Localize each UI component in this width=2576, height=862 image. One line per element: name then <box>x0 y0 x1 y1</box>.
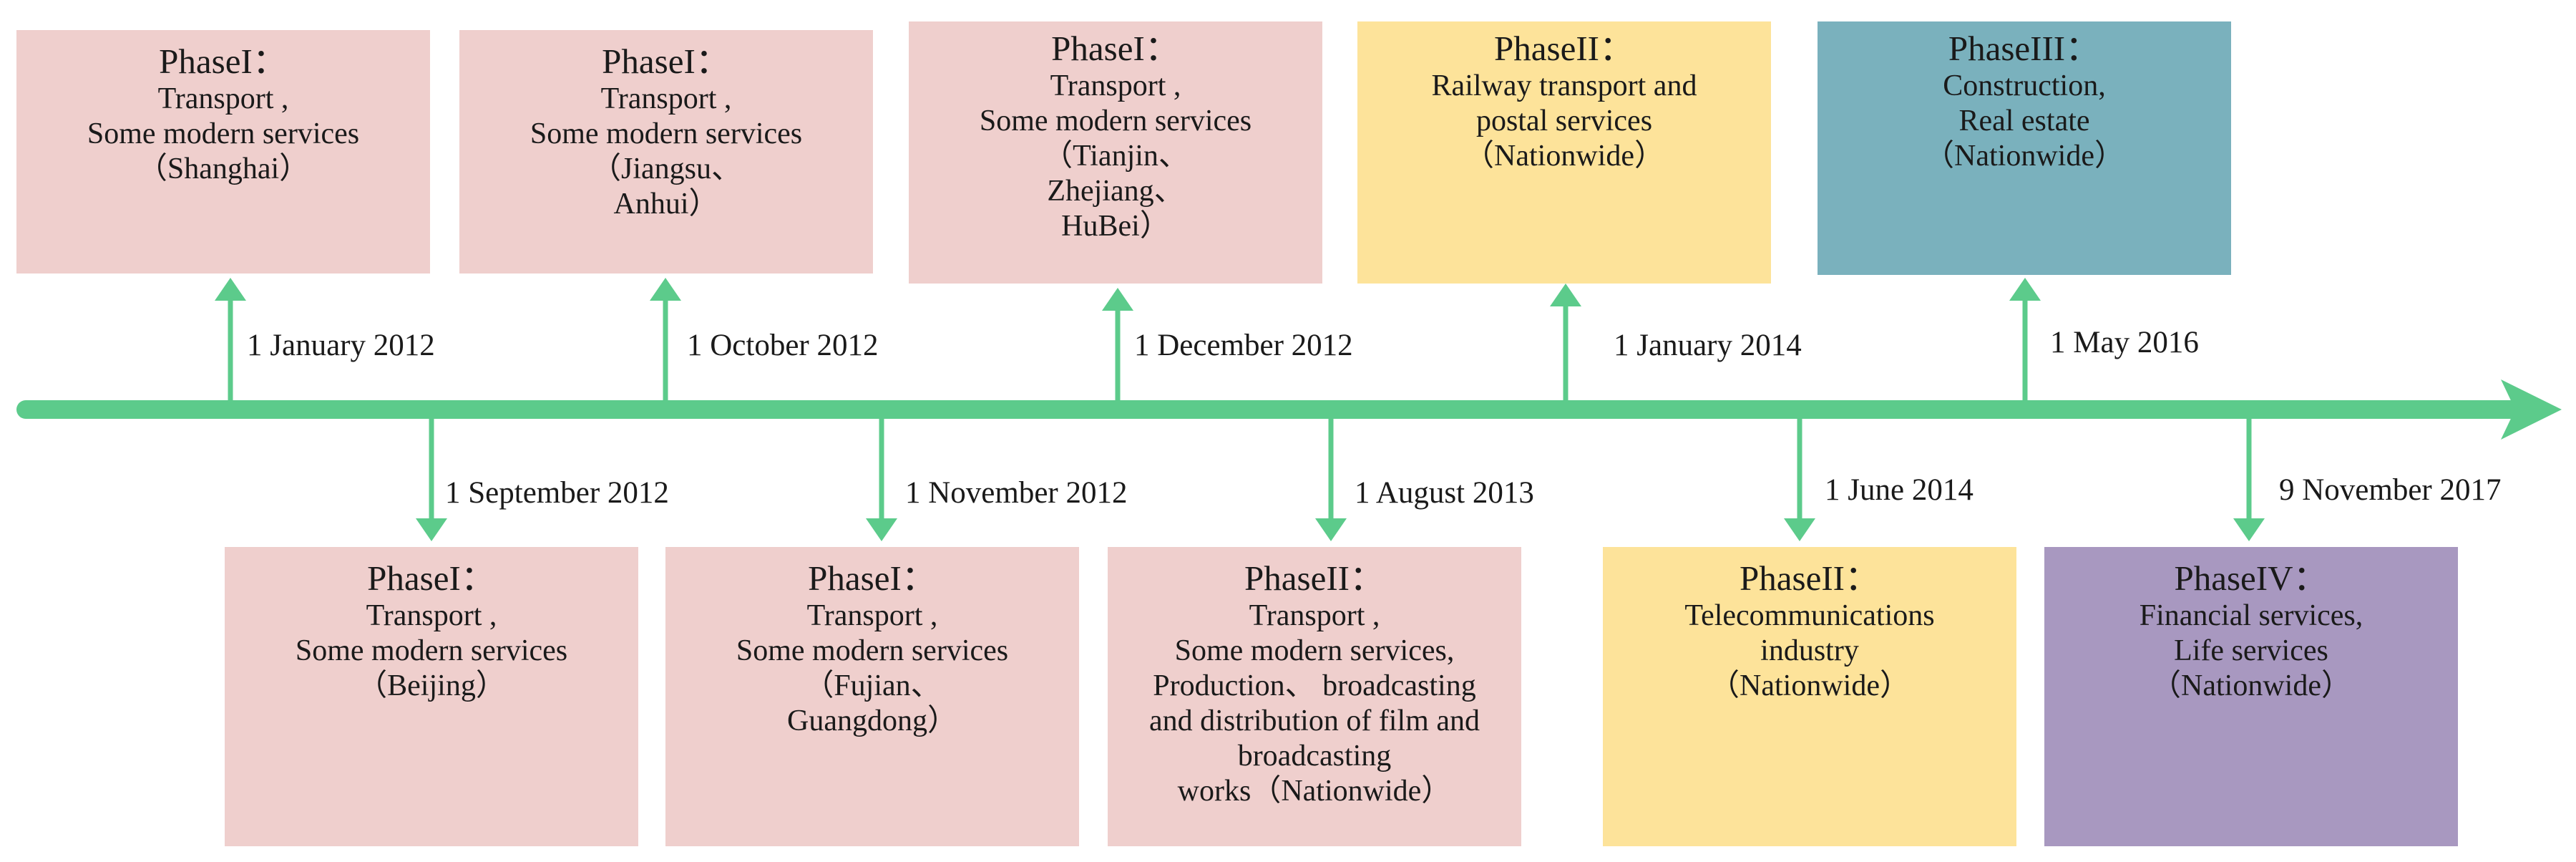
top-date-3: 1 December 2012 <box>1134 329 1353 362</box>
bottom-connector-5 <box>2233 410 2265 541</box>
top-event-box-4: PhaseII： Railway transport and postal se… <box>1357 21 1771 284</box>
phase-description: Transport , Some modern services （Fujian… <box>736 599 1009 737</box>
top-date-4: 1 January 2014 <box>1614 329 1802 362</box>
top-connector-4 <box>1550 284 1581 410</box>
top-connector-3 <box>1102 288 1133 410</box>
bottom-date-5: 9 November 2017 <box>2279 473 2502 507</box>
phase-description: Transport , Some modern services （Tianji… <box>979 69 1252 243</box>
top-date-5: 1 May 2016 <box>2050 326 2199 359</box>
phase-label: PhaseIII： <box>1948 29 2101 68</box>
bottom-date-3: 1 August 2013 <box>1355 476 1534 510</box>
phase-label: PhaseI： <box>808 558 937 598</box>
bottom-event-box-5: PhaseIV： Financial services, Life servic… <box>2044 547 2458 846</box>
phase-description: Financial services, Life services （Natio… <box>2139 599 2363 702</box>
phase-label: PhaseI： <box>159 42 288 81</box>
bottom-event-box-3: PhaseII： Transport , Some modern service… <box>1108 547 1521 846</box>
timeline-arrowhead <box>2501 379 2562 440</box>
top-event-box-5: PhaseIII： Construction, Real estate （Nat… <box>1818 21 2231 275</box>
top-connector-2 <box>650 278 681 410</box>
phase-description: Transport , Some modern services （Jiangs… <box>530 82 803 221</box>
bottom-connector-3 <box>1315 410 1347 541</box>
phase-label: PhaseI： <box>367 558 496 598</box>
phase-label: PhaseI： <box>1051 29 1180 68</box>
top-date-1: 1 January 2012 <box>247 329 435 362</box>
top-event-box-3: PhaseI： Transport , Some modern services… <box>909 21 1322 284</box>
top-connector-5 <box>2009 278 2041 410</box>
phase-description: Construction, Real estate （Nationwide） <box>1924 69 2124 173</box>
top-date-2: 1 October 2012 <box>687 329 879 362</box>
phase-label: PhaseI： <box>602 42 731 81</box>
bottom-date-2: 1 November 2012 <box>905 476 1128 510</box>
bottom-event-box-1: PhaseI： Transport , Some modern services… <box>225 547 638 846</box>
bottom-event-box-4: PhaseII： Telecommunications industry （Na… <box>1603 547 2016 846</box>
top-connector-1 <box>215 278 246 410</box>
bottom-connector-1 <box>416 410 447 541</box>
phase-description: Transport , Some modern services （Beijin… <box>295 599 568 702</box>
phase-label: PhaseII： <box>1494 29 1634 68</box>
phase-description: Telecommunications industry （Nationwide） <box>1684 599 1935 702</box>
bottom-event-box-2: PhaseI： Transport , Some modern services… <box>665 547 1079 846</box>
bottom-connector-4 <box>1784 410 1815 541</box>
phase-description: Transport , Some modern services, Produc… <box>1149 599 1480 808</box>
phase-label: PhaseII： <box>1740 558 1880 598</box>
bottom-date-4: 1 June 2014 <box>1825 473 1974 507</box>
top-event-box-1: PhaseI： Transport , Some modern services… <box>16 30 430 273</box>
bottom-date-1: 1 September 2012 <box>445 476 669 510</box>
phase-description: Transport , Some modern services （Shangh… <box>87 82 360 185</box>
phase-label: PhaseII： <box>1244 558 1385 598</box>
bottom-connector-2 <box>866 410 897 541</box>
phase-label: PhaseIV： <box>2174 558 2328 598</box>
phase-description: Railway transport and postal services （N… <box>1431 69 1697 173</box>
top-event-box-2: PhaseI： Transport , Some modern services… <box>459 30 873 273</box>
